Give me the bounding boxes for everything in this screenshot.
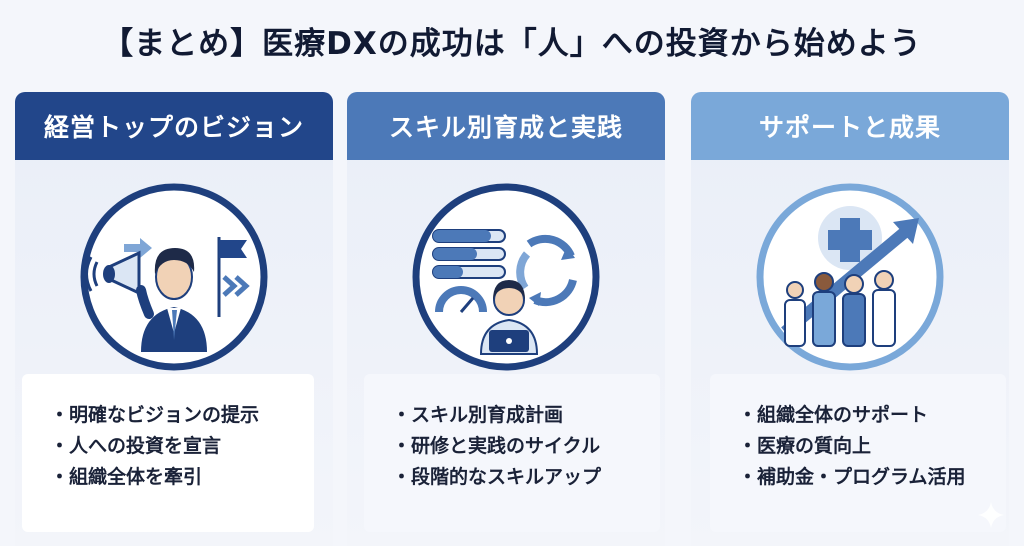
medical-team-growth-icon xyxy=(755,182,945,372)
bullet-list: スキル別育成計画 研修と実践のサイクル 段階的なスキルアップ xyxy=(364,374,660,532)
list-item: 組織全体のサポート xyxy=(738,400,1006,431)
column-support-results: サポートと成果 組織全体のサポート 医療の質向上 補助 xyxy=(691,92,1009,546)
list-item: 明確なビジョンの提示 xyxy=(50,400,314,431)
list-item: 研修と実践のサイクル xyxy=(392,431,660,462)
sparkle-icon xyxy=(978,502,1004,528)
column-heading: スキル別育成と実践 xyxy=(347,92,665,160)
column-heading: サポートと成果 xyxy=(691,92,1009,160)
list-item: 人への投資を宣言 xyxy=(50,431,314,462)
executive-megaphone-flag-icon xyxy=(79,182,269,372)
list-item: 補助金・プログラム活用 xyxy=(738,462,1006,493)
bullet-list: 明確なビジョンの提示 人への投資を宣言 組織全体を牽引 xyxy=(22,374,314,532)
list-item: スキル別育成計画 xyxy=(392,400,660,431)
column-executive-vision: 経営トップのビジョン 明確なビジョンの提示 人への投資を宣言 xyxy=(15,92,333,546)
page-title: 【まとめ】医療DXの成功は「人」への投資から始めよう xyxy=(102,26,922,62)
list-item: 組織全体を牽引 xyxy=(50,462,314,493)
column-skill-training: スキル別育成と実践 スキル別育成 xyxy=(347,92,665,546)
list-item: 段階的なスキルアップ xyxy=(392,462,660,493)
bullet-list: 組織全体のサポート 医療の質向上 補助金・プログラム活用 xyxy=(710,374,1006,532)
column-heading: 経営トップのビジョン xyxy=(15,92,333,160)
skill-bars-cycle-learner-icon xyxy=(411,182,601,372)
list-item: 医療の質向上 xyxy=(738,431,1006,462)
